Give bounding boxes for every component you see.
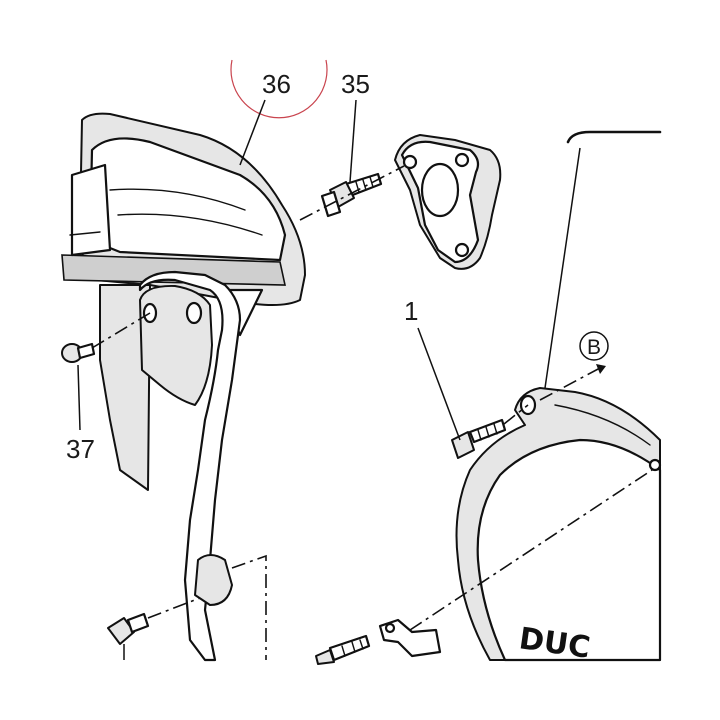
leader-36 <box>239 99 266 166</box>
cover-front-wall <box>70 163 112 257</box>
cover-front-rim <box>61 254 286 286</box>
cover-rib <box>117 213 263 236</box>
engine-cover-hole-right <box>648 458 662 472</box>
bolt-1-thread <box>477 423 498 441</box>
bolt-37-shank <box>76 342 96 360</box>
cover-rib <box>69 231 101 236</box>
cover-top-face <box>88 137 287 262</box>
axis-bolt-1 <box>503 404 529 425</box>
axis-lower-diagonal <box>409 467 656 631</box>
arrow-b <box>596 364 606 374</box>
bolt-lower-left <box>107 612 150 645</box>
bolt-35 <box>320 172 383 218</box>
bolt-lower-middle-shank <box>328 634 371 662</box>
outline-corner <box>566 130 662 144</box>
highlight-circle <box>230 59 328 119</box>
callout-1: 1 <box>404 296 418 326</box>
callout-37: 37 <box>66 434 95 464</box>
bracket-plate <box>138 270 242 662</box>
callout-35: 35 <box>341 69 370 99</box>
bolt-lower-middle <box>315 634 371 665</box>
leader-35 <box>349 99 357 183</box>
leader-37 <box>77 364 81 431</box>
seal-flange <box>394 134 502 270</box>
bracket-hole-right <box>185 301 203 325</box>
flange-hole-top-left <box>402 154 418 170</box>
cover-rib <box>109 188 246 211</box>
bolt-37 <box>61 342 96 363</box>
axis-lower-left <box>147 597 201 619</box>
leader-1 <box>417 327 461 441</box>
bolt-lower-left-shank <box>126 612 150 634</box>
bracket-outline <box>138 270 242 662</box>
bolt-lower-middle-thread <box>341 639 364 657</box>
engine-cover-rim <box>554 404 651 446</box>
bolt-lower-middle-head <box>315 649 335 665</box>
flange-hole-top-right <box>454 152 470 168</box>
axis-bolt-35 <box>299 165 405 221</box>
bolt-1-head <box>451 431 475 459</box>
callout-b: B <box>587 336 601 359</box>
axis-bolt-37 <box>91 312 151 349</box>
leader-corner <box>544 147 581 389</box>
tab-bracket-hole <box>384 622 396 634</box>
callout-b-circle <box>579 331 609 361</box>
axis-lower-vertical <box>231 554 267 660</box>
callout-36: 36 <box>262 69 291 99</box>
bracket-lower-boss <box>194 554 233 606</box>
flange-hole-bottom <box>454 242 470 258</box>
bolt-1 <box>451 418 507 459</box>
axis-b-direction <box>539 367 601 401</box>
cover-part-36 <box>61 112 306 491</box>
flange-bore <box>420 162 460 218</box>
